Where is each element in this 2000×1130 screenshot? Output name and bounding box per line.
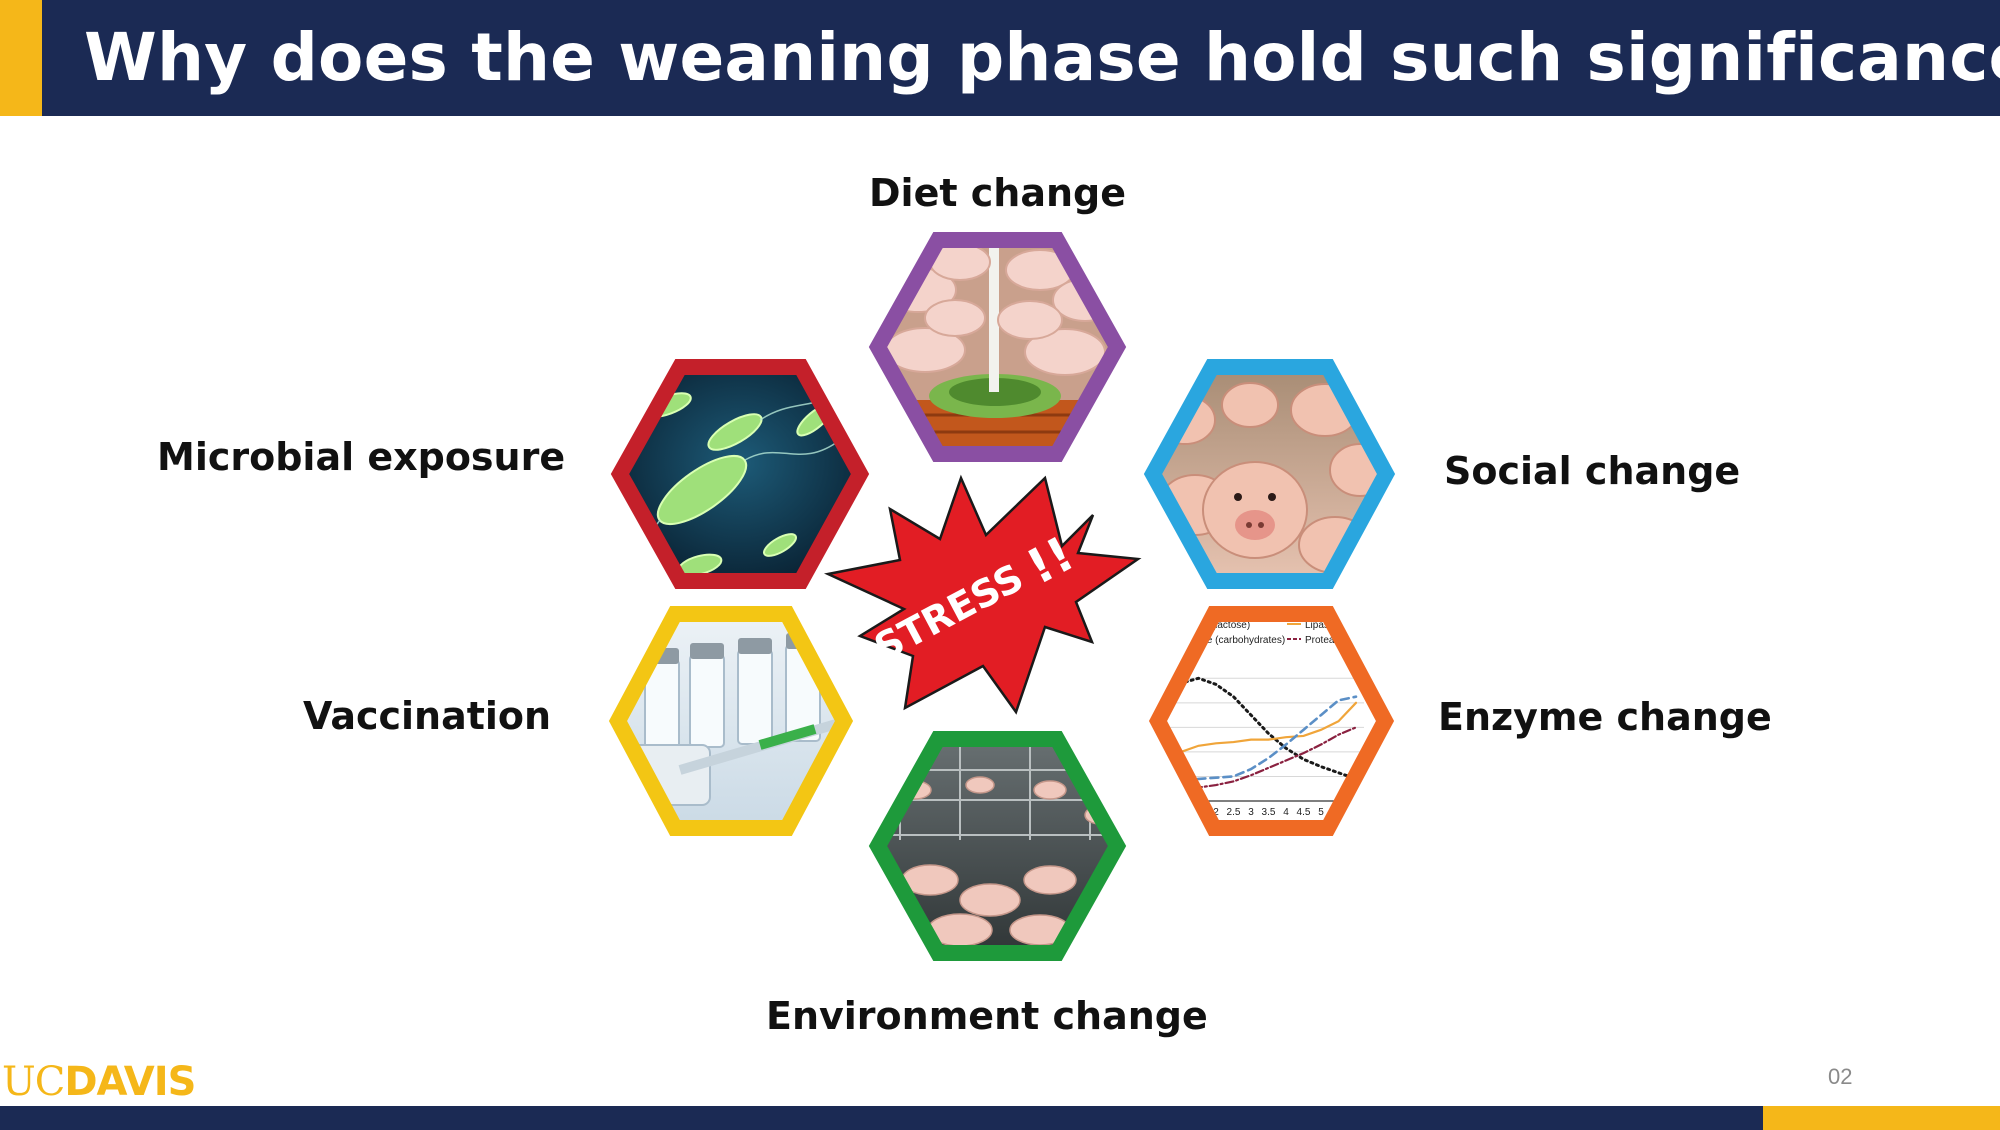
chart-legend-entry: Lipase (f xyxy=(1305,620,1344,631)
chart-y-tick-label: 6 xyxy=(1137,722,1143,734)
chart-series-line xyxy=(1158,695,1358,788)
chart-x-tick-label: 3.5 xyxy=(1262,807,1276,818)
piglets-group-picture xyxy=(1153,367,1386,581)
chart-y-axis-label: Enzyme xyxy=(1116,714,1127,752)
chart-x-tick-label: 2 xyxy=(1213,807,1219,818)
chart-x-tick-label: 0 xyxy=(1143,807,1149,818)
microbial-exposure-label: Microbial exposure xyxy=(157,435,566,479)
stress-burst: STRESS !! xyxy=(823,474,1142,715)
vaccination-label: Vaccination xyxy=(303,694,552,738)
diet-change-hexagon xyxy=(868,232,1127,462)
uc-davis-logo: UCDAVIS xyxy=(2,1059,196,1105)
chart-x-tick-label: 0.5 xyxy=(1157,807,1171,818)
chart-legend-entry: Proteases xyxy=(1305,635,1350,646)
chart-legend-entry: Amylase (carbohydrates) xyxy=(1174,635,1285,646)
environment-change-label: Environment change xyxy=(766,994,1208,1038)
vaccine-vials-picture xyxy=(618,614,844,828)
slide-title: Why does the weaning phase hold such sig… xyxy=(84,19,2000,96)
bacteria-picture xyxy=(620,367,860,581)
piglets-feeding-picture xyxy=(878,240,1117,454)
page-number: 02 xyxy=(1828,1064,1853,1089)
chart-y-tick-label: 4 xyxy=(1137,747,1143,759)
stress-burst-shape xyxy=(823,474,1142,715)
logo-uc: UC xyxy=(2,1059,65,1105)
chart-x-tick-label: 1 xyxy=(1178,807,1184,818)
chart-x-tick-label: 4.5 xyxy=(1297,807,1311,818)
chart-y-tick-label: 2 xyxy=(1137,771,1143,783)
chart-x-tick-label: 6 xyxy=(1353,807,1359,818)
vaccination-hexagon xyxy=(608,606,854,836)
logo-davis: DAVIS xyxy=(64,1059,196,1105)
chart-y-tick-label: 8 xyxy=(1137,698,1143,710)
chart-x-tick-label: 4 xyxy=(1283,807,1289,818)
chart-x-tick-label: 5 xyxy=(1318,807,1324,818)
chart-x-tick-label: 2.5 xyxy=(1227,807,1241,818)
environment-change-hexagon xyxy=(868,731,1127,961)
title-bar: Why does the weaning phase hold such sig… xyxy=(0,0,2000,116)
chart-x-tick-label: 3 xyxy=(1248,807,1254,818)
chart-y-tick-label: 10 xyxy=(1131,673,1143,685)
footer-bar xyxy=(0,1106,2000,1130)
footer-accent xyxy=(1763,1106,2000,1130)
diet-change-label: Diet change xyxy=(869,171,1126,215)
social-change-label: Social change xyxy=(1444,449,1741,493)
title-accent-strip xyxy=(0,0,42,116)
social-change-hexagon xyxy=(1143,359,1396,589)
microbial-exposure-hexagon xyxy=(610,359,870,589)
pig-barn-picture xyxy=(878,739,1117,953)
enzyme-change-label: Enzyme change xyxy=(1438,695,1772,739)
